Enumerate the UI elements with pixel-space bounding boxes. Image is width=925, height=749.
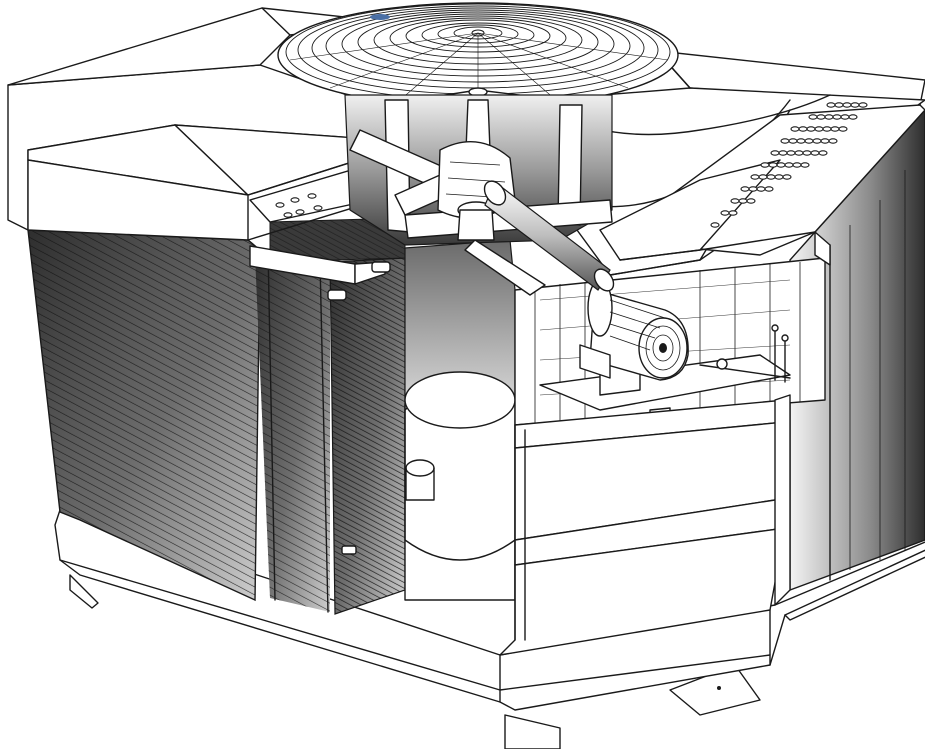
perforation-hole	[786, 150, 796, 156]
perforation-hole	[824, 114, 834, 120]
perforation-hole	[796, 138, 806, 144]
perforation-hole	[720, 210, 730, 216]
perforation-hole	[766, 174, 776, 180]
perforation-hole	[822, 126, 832, 132]
perforation-hole	[738, 198, 748, 204]
perforation-hole	[764, 186, 774, 192]
perforation-hole	[710, 222, 720, 228]
perforation-hole	[760, 162, 770, 168]
perforation-hole	[800, 162, 810, 168]
perforation-hole	[850, 102, 860, 108]
perforation-hole	[756, 186, 766, 192]
perforation-hole	[802, 150, 812, 156]
perforation-hole	[748, 186, 758, 192]
perforation-hole	[806, 126, 816, 132]
perforation-hole	[728, 210, 738, 216]
perforation-hole	[792, 162, 802, 168]
fan-icon	[277, 2, 679, 108]
perforation-hole	[814, 126, 824, 132]
access-door-panels	[499, 399, 786, 656]
perforation-hole	[858, 102, 868, 108]
perforation-hole	[812, 138, 822, 144]
right-corner-post	[774, 231, 831, 606]
perforation-hole	[774, 174, 784, 180]
perforation-hole	[782, 174, 792, 180]
perforation-hole	[730, 198, 740, 204]
distribution-holes-left	[275, 193, 323, 218]
distribution-holes-right	[710, 102, 868, 228]
perforation-hole	[750, 174, 760, 180]
perforation-hole	[830, 126, 840, 132]
perforation-hole	[848, 114, 858, 120]
perforation-hole	[816, 114, 826, 120]
perforation-hole	[818, 150, 828, 156]
perforation-hole	[842, 102, 852, 108]
perforation-hole	[778, 150, 788, 156]
perforation-hole	[794, 150, 804, 156]
perforation-hole	[804, 138, 814, 144]
perforation-hole	[810, 150, 820, 156]
perforation-hole	[840, 114, 850, 120]
perforation-hole	[780, 138, 790, 144]
right-side-louvers	[789, 108, 925, 592]
perforation-hole	[770, 150, 780, 156]
perforation-hole	[790, 126, 800, 132]
perforation-hole	[740, 186, 750, 192]
perforation-hole	[784, 162, 794, 168]
gearbox-icon	[437, 99, 516, 241]
perforation-hole	[788, 138, 798, 144]
perforation-hole	[768, 162, 778, 168]
perforation-hole	[746, 198, 756, 204]
drift-eliminator-rail	[249, 245, 391, 301]
interior-plenum	[404, 239, 516, 601]
perforation-hole	[808, 114, 818, 120]
fill-media-left	[27, 229, 330, 613]
perforation-hole	[838, 126, 848, 132]
motor-icon	[579, 279, 689, 381]
fill-media-center	[269, 217, 406, 615]
perforation-hole	[834, 102, 844, 108]
perforation-hole	[832, 114, 842, 120]
perforation-hole	[758, 174, 768, 180]
perforation-hole	[828, 138, 838, 144]
perforation-hole	[776, 162, 786, 168]
drive-shaft	[483, 180, 615, 292]
perforation-hole	[798, 126, 808, 132]
perforation-hole	[826, 102, 836, 108]
top-deck-right	[599, 102, 925, 261]
perforation-hole	[820, 138, 830, 144]
